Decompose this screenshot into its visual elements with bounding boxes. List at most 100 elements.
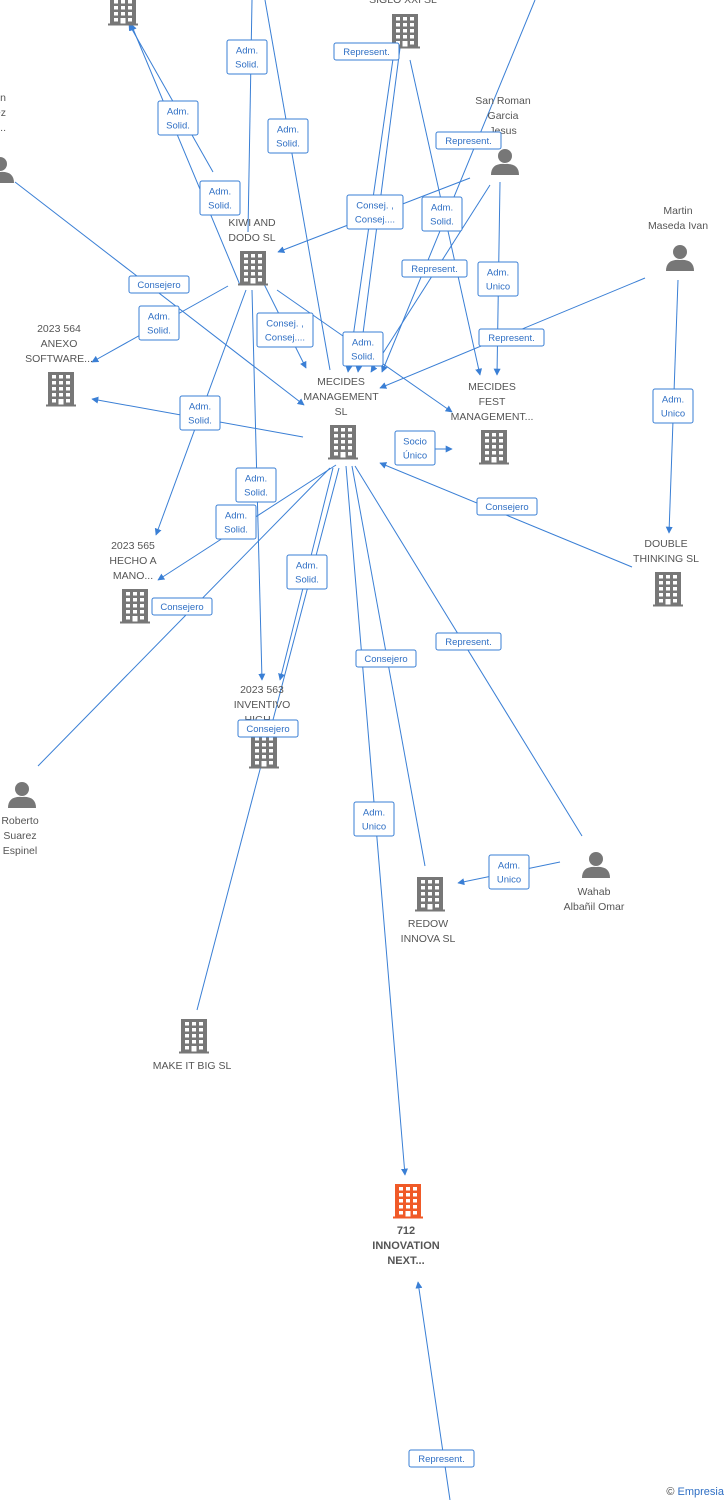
building-icon [328, 425, 358, 460]
relation-edge [128, 23, 214, 173]
person-icon [8, 782, 36, 808]
relation-label-text: Solid. [351, 352, 375, 363]
person-icon [0, 157, 14, 183]
empresia-credit[interactable]: © Empresia [666, 1486, 724, 1498]
relation-label[interactable]: Consejero [476, 497, 538, 516]
node-label: MANAGEMENT... [451, 411, 534, 423]
relation-label[interactable]: Consejero [128, 275, 190, 294]
node-label: n [0, 92, 6, 104]
relation-label[interactable]: Adm.Unico [477, 261, 519, 297]
building-icon [415, 877, 445, 912]
relation-label-text: Solid. [147, 326, 171, 337]
relation-label[interactable]: Adm.Solid. [138, 305, 180, 341]
relation-label-text: Unico [661, 409, 685, 420]
relation-label[interactable]: Adm.Solid. [199, 180, 241, 216]
relation-label-text: Consej. , [356, 201, 394, 212]
node-label: ANEXO [41, 338, 78, 350]
relation-label-text: Represent. [418, 1454, 464, 1465]
node-label: SL [335, 406, 348, 418]
relation-label-text: Consejero [137, 280, 180, 291]
relation-label[interactable]: Consejero [355, 649, 417, 668]
relation-label[interactable]: Consejero [237, 719, 299, 738]
edge-labels-layer: Adm. Solid. Represent. Adm. Solid. Adm. Solid.… [128, 39, 694, 1468]
relation-label[interactable]: Adm.Solid. [267, 118, 309, 154]
person-icon [491, 149, 519, 175]
building-icon [249, 734, 279, 769]
relation-label-text: Adm. [498, 861, 520, 872]
relation-label-text: Adm. [296, 561, 318, 572]
relation-label-text: Único [403, 451, 427, 462]
relation-edge [247, 0, 253, 233]
node-label: INNOVA SL [401, 933, 456, 945]
node-label: San Roman [475, 95, 531, 107]
node-make-it-big[interactable]: MAKE IT BIG SL [153, 1019, 232, 1072]
relation-label[interactable]: Adm.Unico [488, 854, 530, 890]
relation-label-text: Represent. [411, 264, 457, 275]
node-label: INVENTIVO [234, 699, 291, 711]
node-label: 2023 563 [240, 684, 284, 696]
relation-label[interactable]: Adm.Solid. [215, 504, 257, 540]
node-label: KIWI AND [228, 217, 276, 229]
node-label: SIGLO XXI SL [369, 0, 437, 6]
relation-label[interactable]: Adm.Solid. [179, 395, 221, 431]
relation-edge [264, 0, 331, 371]
node-label: Garcia [488, 110, 519, 122]
relation-label-text: Solid. [208, 201, 232, 212]
node-innovation[interactable]: 712INNOVATIONNEXT... [372, 1184, 440, 1267]
relation-label[interactable]: Adm. Solid. [157, 100, 199, 136]
node-label: REDOW [408, 918, 448, 930]
relation-label[interactable]: Represent. [333, 42, 400, 61]
relation-label-text: Adm. [189, 402, 211, 413]
relation-label[interactable]: Consej. ,Consej.... [346, 194, 404, 230]
node-label: THINKING SL [633, 553, 699, 565]
relation-label[interactable]: Adm.Unico [353, 801, 395, 837]
node-redow[interactable]: REDOW INNOVA SL [401, 877, 456, 945]
relation-label[interactable]: Consej. ,Consej.... [256, 312, 314, 348]
node-label: MECIDES [317, 376, 365, 388]
relation-label[interactable]: Adm.Solid. [226, 39, 268, 75]
node-label: FEST [479, 396, 506, 408]
node-double[interactable]: DOUBLE THINKING SL [633, 538, 699, 607]
node-label: Martin [663, 205, 692, 217]
relation-label-text: Consej.... [265, 333, 305, 344]
building-icon [479, 430, 509, 465]
relation-label[interactable]: Adm.Solid. [286, 554, 328, 590]
node-label: 2023 565 [111, 540, 155, 552]
node-anexo[interactable]: 2023 564ANEXOSOFTWARE... [25, 323, 93, 407]
relation-label[interactable]: Consejero [151, 597, 213, 616]
node-top-building[interactable] [108, 0, 138, 26]
relation-label-text: Adm. [277, 125, 299, 136]
relation-label-text: Adm. [167, 107, 189, 118]
relation-label[interactable]: Represent. [478, 328, 545, 347]
relation-label-text: Solid. [166, 121, 190, 132]
relation-label[interactable]: Represent. [408, 1449, 475, 1468]
relation-label[interactable]: Adm.Solid. [235, 467, 277, 503]
node-label: DOUBLE [644, 538, 687, 550]
relation-label[interactable]: Adm.Solid. [342, 331, 384, 367]
relation-label-text: Consejero [364, 654, 407, 665]
relation-label[interactable]: Adm.Solid. [421, 196, 463, 232]
relation-label[interactable]: Represent. [401, 259, 468, 278]
node-label: Roberto [1, 815, 39, 827]
relation-label[interactable]: Represent. [435, 131, 502, 150]
relation-label-text: Solid. [244, 488, 268, 499]
node-label: le... [0, 122, 6, 134]
relation-label-text: Consejero [485, 502, 528, 513]
node-label: Espinel [3, 845, 37, 857]
node-mecides-fest[interactable]: MECIDES FEST MANAGEMENT... [451, 381, 534, 465]
relation-label[interactable]: Represent. [435, 632, 502, 651]
copyright-symbol: © [666, 1486, 675, 1498]
node-label: 712 [397, 1225, 415, 1237]
relation-label-text: Represent. [488, 333, 534, 344]
relation-label[interactable]: Adm.Unico [652, 388, 694, 424]
node-siglo[interactable]: SIGLO XXI SL [369, 0, 437, 49]
node-label: MECIDES [468, 381, 516, 393]
node-left-person[interactable]: nlezle... [0, 92, 14, 183]
